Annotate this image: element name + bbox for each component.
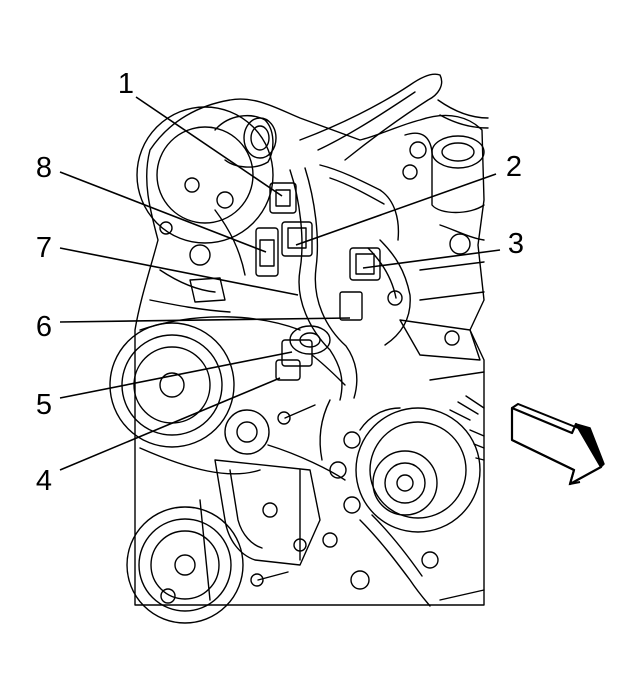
leader-line-8 [59,171,267,253]
engine-illustration [109,73,489,624]
leader-line-2 [295,173,497,246]
callout-4: 4 [36,465,52,497]
callout-1: 1 [118,68,134,100]
direction-arrow-icon [510,402,605,486]
callout-5: 5 [36,389,52,421]
callout-8: 8 [36,152,52,184]
leader-line-7 [59,247,299,296]
leader-line-6 [59,317,351,323]
callout-7: 7 [36,232,52,264]
leader-line-3 [362,249,501,269]
callout-6: 6 [36,311,52,343]
leader-line-5 [59,351,293,399]
leader-lines [59,96,501,471]
leader-line-1 [135,96,283,197]
callout-3: 3 [508,228,524,260]
callout-2: 2 [506,151,522,183]
callout-labels: 1 2 3 4 5 6 7 8 [36,68,524,497]
leader-line-4 [59,377,281,471]
